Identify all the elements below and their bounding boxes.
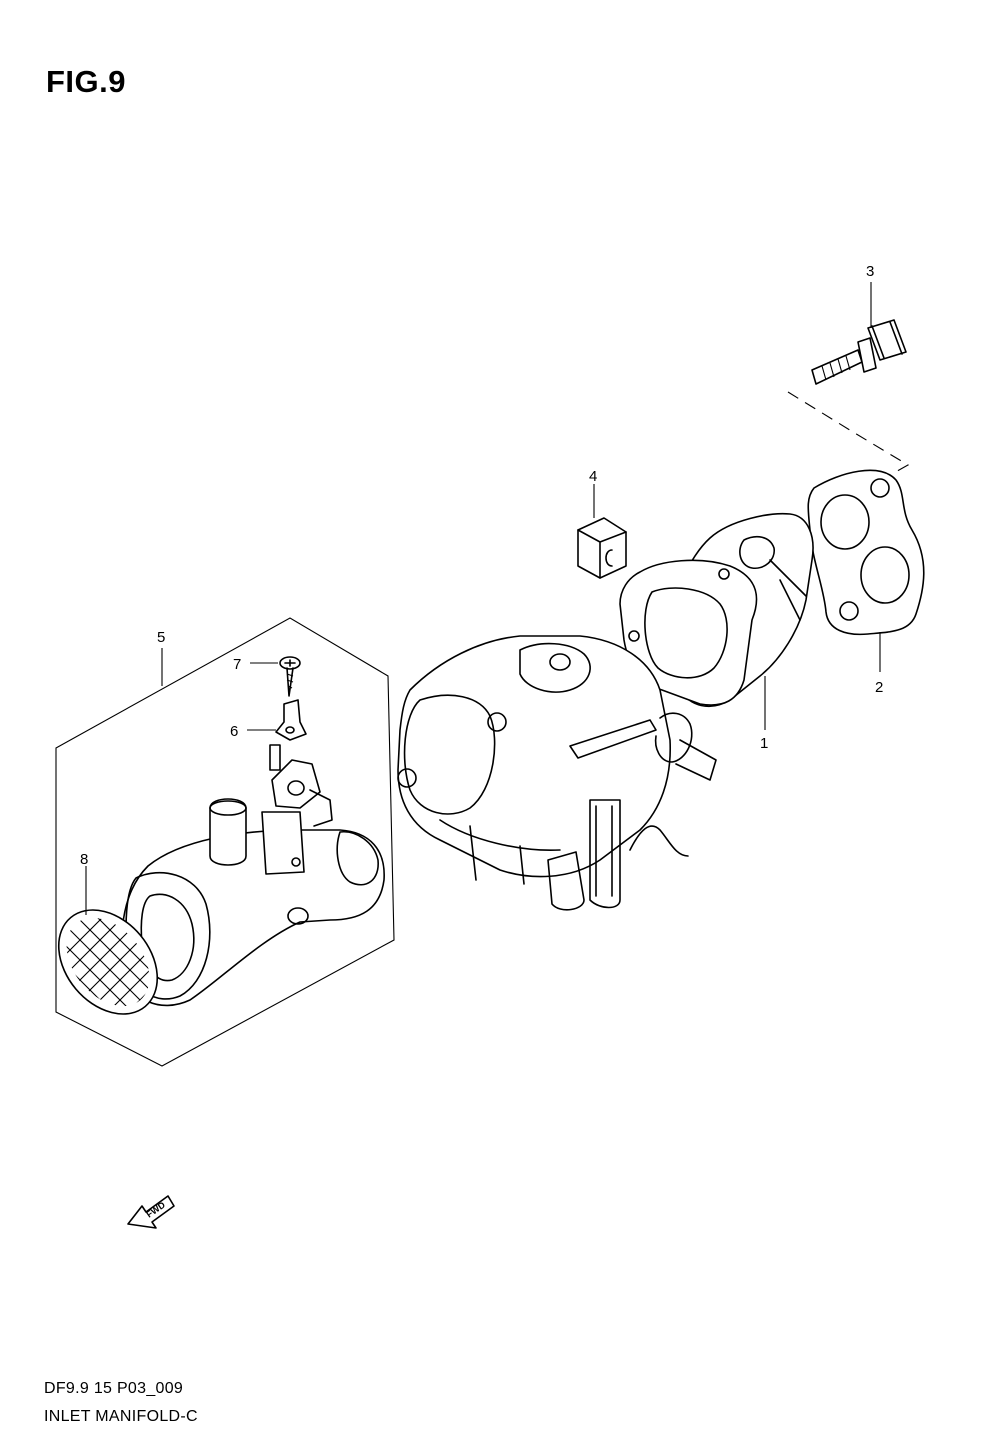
fwd-arrow: FWD <box>127 1195 175 1229</box>
callout-4: 4 <box>589 468 597 485</box>
alignment-line <box>787 391 910 475</box>
callout-5: 5 <box>157 629 165 646</box>
callout-3: 3 <box>866 263 874 280</box>
figure-code: DF9.9 15 P03_009 <box>44 1380 184 1397</box>
callout-6: 6 <box>230 723 238 740</box>
part-5-throttle-body[interactable] <box>121 744 385 1007</box>
part-3-bolt[interactable] <box>811 319 907 385</box>
callout-2: 2 <box>875 679 883 696</box>
callout-7: 7 <box>233 656 241 673</box>
figure-title: FIG.9 <box>46 64 127 99</box>
carburetor[interactable] <box>397 635 717 911</box>
part-5-outline <box>55 617 395 1067</box>
part-2-gasket[interactable] <box>807 469 925 636</box>
part-1-inlet-manifold[interactable] <box>619 512 814 708</box>
figure-name: INLET MANIFOLD-C <box>44 1408 198 1425</box>
part-7-screw[interactable] <box>279 656 301 697</box>
callout-8: 8 <box>80 851 88 868</box>
part-6-bracket[interactable] <box>275 699 307 741</box>
callout-1: 1 <box>760 735 768 752</box>
part-4-cap[interactable] <box>577 517 627 579</box>
